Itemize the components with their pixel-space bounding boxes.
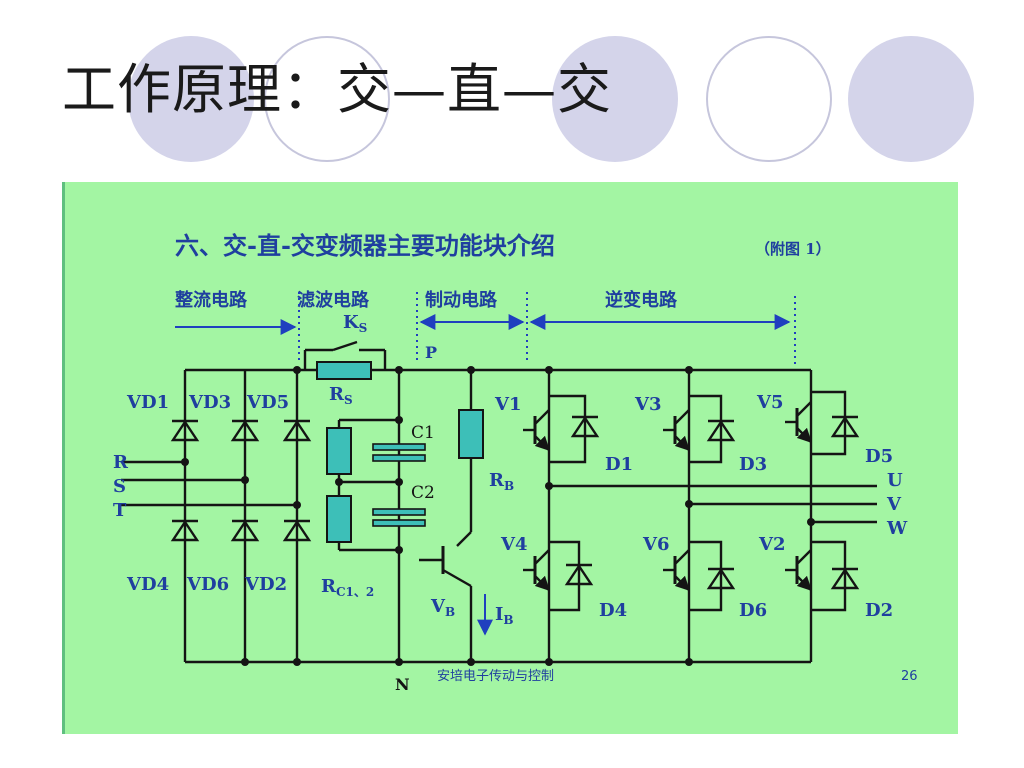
label-v5: V5: [756, 392, 784, 413]
capacitor-c1-top: [372, 443, 426, 451]
label-p: P: [425, 343, 437, 362]
label-output-u: U: [887, 470, 903, 491]
footer-text: 安培电子传动与控制: [437, 668, 554, 684]
label-vd1: VD1: [126, 392, 169, 413]
label-vd5: VD5: [246, 392, 289, 413]
label-rs: RS: [329, 384, 353, 407]
resistor-rc1: [326, 427, 352, 475]
label-v6: V6: [642, 534, 670, 555]
inverter-bridge: [523, 366, 877, 666]
deco-circle-3: [552, 36, 678, 162]
label-c1: C1: [411, 423, 435, 443]
label-d2: D2: [865, 600, 893, 621]
capacitor-c1-bottom: [372, 454, 426, 462]
label-ib: IB: [495, 604, 514, 627]
label-input-s: S: [113, 476, 126, 497]
brake-resistor-rb: [458, 409, 484, 459]
label-input-r: R: [113, 452, 129, 473]
label-d5: D5: [865, 446, 893, 467]
resistor-rc2: [326, 495, 352, 543]
circuit-figure-panel: 六、交-直-交变频器主要功能块介绍 （附图 1） 整流电路 滤波电路 制动电路 …: [62, 182, 958, 734]
slide-title: 工作原理：交—直—交: [62, 58, 612, 121]
brake-circuit: [419, 366, 475, 666]
capacitor-c2-top: [372, 508, 426, 516]
inverter-circuit-diagram: 六、交-直-交变频器主要功能块介绍 （附图 1） 整流电路 滤波电路 制动电路 …: [113, 231, 918, 694]
label-rb: RB: [489, 470, 514, 493]
label-rc: RC1、2: [321, 576, 374, 599]
label-output-v: V: [886, 494, 902, 515]
section-brake: 制动电路: [425, 289, 498, 311]
section-filter: 滤波电路: [297, 289, 370, 311]
rectifier-bridge: [121, 366, 312, 666]
label-v1: V1: [494, 394, 522, 415]
figure-ref: （附图 1）: [755, 240, 831, 258]
section-rectifier: 整流电路: [174, 289, 248, 311]
label-d4: D4: [599, 600, 627, 621]
deco-circle-2: [264, 36, 390, 162]
label-d1: D1: [605, 454, 633, 475]
resistor-rs: [316, 361, 372, 380]
label-d6: D6: [739, 600, 767, 621]
label-c2: C2: [411, 483, 435, 503]
deco-circle-5: [848, 36, 974, 162]
label-v3: V3: [634, 394, 662, 415]
label-v4: V4: [500, 534, 528, 555]
label-vd2: VD2: [244, 574, 287, 595]
capacitor-c2-bottom: [372, 519, 426, 527]
figure-heading: 六、交-直-交变频器主要功能块介绍: [175, 231, 555, 260]
label-input-t: T: [113, 500, 127, 521]
label-ks: KS: [343, 312, 367, 335]
label-n: N: [395, 675, 410, 694]
label-vd6: VD6: [186, 574, 229, 595]
label-vd3: VD3: [188, 392, 231, 413]
label-v2: V2: [758, 534, 786, 555]
page-number: 26: [901, 669, 918, 684]
charging-switch-ks: [303, 340, 387, 370]
label-output-w: W: [886, 518, 908, 539]
label-d3: D3: [739, 454, 767, 475]
label-vb: VB: [430, 596, 455, 619]
deco-circle-4: [706, 36, 832, 162]
deco-circle-1: [128, 36, 254, 162]
section-inverter: 逆变电路: [605, 289, 678, 311]
label-vd4: VD4: [126, 574, 169, 595]
